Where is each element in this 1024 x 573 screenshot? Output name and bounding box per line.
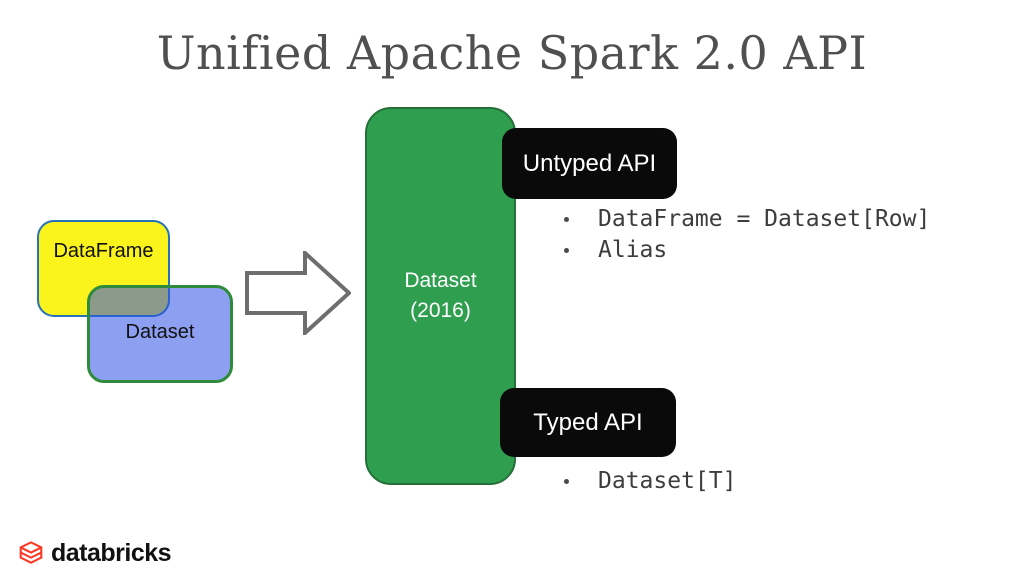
typed-api-bullets: Dataset[T]: [556, 466, 736, 497]
untyped-api-bullets: DataFrame = Dataset[Row] Alias: [556, 204, 930, 266]
unified-dataset-year: (2016): [410, 299, 471, 322]
dataset-box: [87, 285, 233, 383]
bullet-item: DataFrame = Dataset[Row]: [556, 204, 930, 235]
databricks-logo: databricks: [16, 537, 172, 569]
right-arrow-icon: [245, 251, 351, 335]
bullet-item: Alias: [556, 235, 930, 266]
bullet-text: Alias: [598, 237, 668, 263]
bullet-item: Dataset[T]: [556, 466, 736, 497]
bullet-text: DataFrame = Dataset[Row]: [598, 206, 931, 232]
page-title: Unified Apache Spark 2.0 API: [156, 26, 868, 80]
typed-api-label: Typed API: [500, 388, 676, 457]
unified-dataset-box: Dataset (2016): [365, 107, 516, 485]
databricks-layers-icon: [19, 540, 43, 564]
untyped-api-label: Untyped API: [502, 128, 677, 199]
bullet-text: Dataset[T]: [598, 468, 737, 494]
unified-dataset-name: Dataset: [404, 269, 477, 292]
databricks-wordmark: databricks: [51, 538, 172, 567]
